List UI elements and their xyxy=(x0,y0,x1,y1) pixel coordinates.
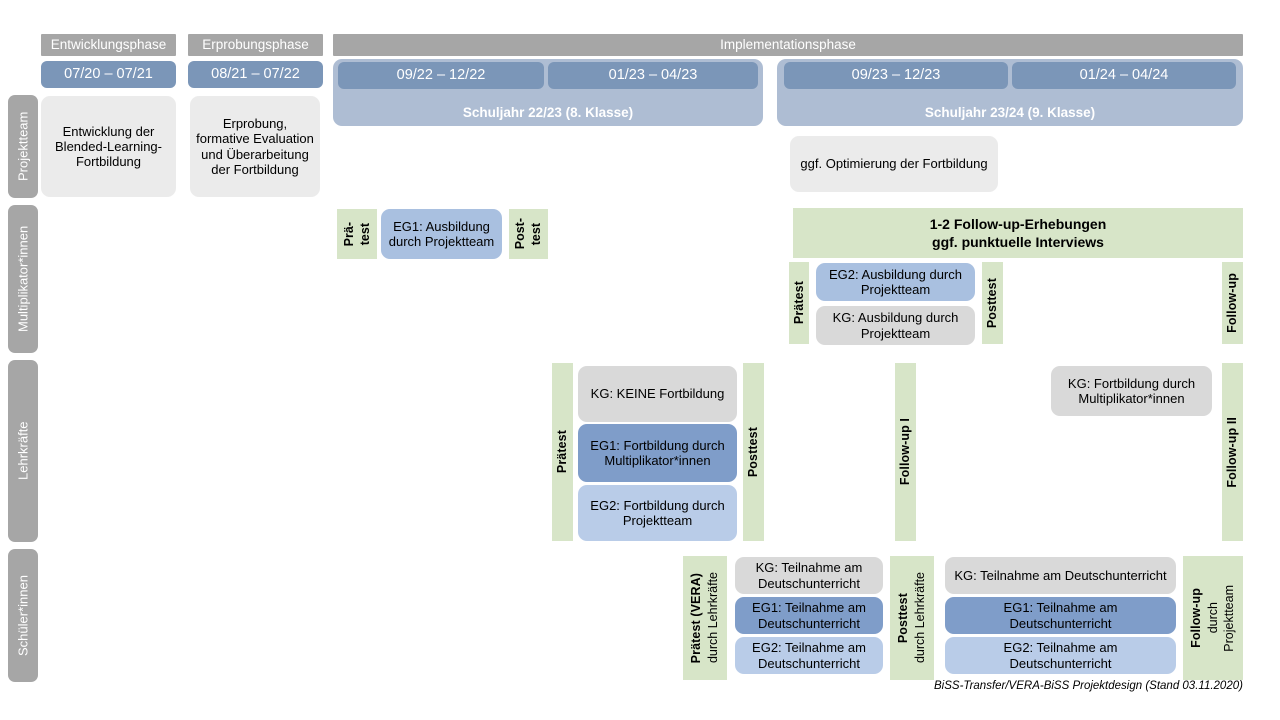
schueler-followup-column: Follow-up durch Projektteam xyxy=(1183,556,1243,680)
lehrkraefte-praetest-column: Prätest xyxy=(552,363,573,541)
followup-label: Follow-up II xyxy=(1225,416,1240,488)
card-schueler-eg1-teilnahme-1: EG1: Teilnahme am Deutschunterricht xyxy=(735,597,883,634)
phase-header-implementationsphase: Implementationsphase xyxy=(333,34,1243,56)
row-label-text: Projektteam xyxy=(15,111,31,182)
date-chip-0922-1222: 09/22 – 12/22 xyxy=(338,62,544,89)
row-label-multiplikatorinnen: Multiplikator*innen xyxy=(8,205,38,353)
row-label-text: Multiplikator*innen xyxy=(15,225,31,333)
card-label: KG: Fortbildung durch Multiplikator*inne… xyxy=(1067,375,1196,406)
praetest-line2: test xyxy=(357,222,372,246)
phase-header-erprobungsphase: Erprobungsphase xyxy=(188,34,323,56)
card-schueler-eg2-teilnahme-1: EG2: Teilnahme am Deutschunterricht xyxy=(735,637,883,674)
date-chip-label: 09/22 – 12/22 xyxy=(396,66,486,83)
card-lehrkraefte-eg1-fortbildung: EG1: Fortbildung durch Multiplikator*inn… xyxy=(578,424,737,482)
card-multiplikatoren-kg-ausbildung: KG: Ausbildung durch Projektteam xyxy=(816,306,975,345)
praetest-bold-label: Prätest (VERA) xyxy=(689,572,704,664)
banner-line-2: ggf. punktuelle Interviews xyxy=(932,234,1104,250)
posttest-label: Posttest xyxy=(985,277,1000,329)
card-multiplikatoren-eg2-ausbildung: EG2: Ausbildung durch Projektteam xyxy=(816,263,975,301)
card-erprobung-evaluation: Erprobung, formative Evaluation und Über… xyxy=(190,96,320,197)
lehrkraefte-followup-1-column: Follow-up I xyxy=(895,363,916,541)
schoolyear-block-2223: 09/22 – 12/22 01/23 – 04/23 Schuljahr 22… xyxy=(333,59,763,126)
row-label-projektteam: Projektteam xyxy=(8,95,38,198)
followup-sub-label-2: Projektteam xyxy=(1222,584,1237,652)
card-schueler-kg-teilnahme-1: KG: Teilnahme am Deutschunterricht xyxy=(735,557,883,594)
posttest-label: Posttest xyxy=(746,426,761,478)
schueler-posttest-column: Posttest durch Lehrkräfte xyxy=(890,556,934,680)
posttest-bold-label: Posttest xyxy=(896,592,911,644)
card-label: KG: Teilnahme am Deutschunterricht xyxy=(755,560,863,591)
praetest-label: Prätest xyxy=(791,281,806,325)
schueler-praetest-column: Prätest (VERA) durch Lehrkräfte xyxy=(683,556,727,680)
phase-header-label: Implementationsphase xyxy=(720,37,856,53)
card-label: EG1: Teilnahme am Deutschunterricht xyxy=(1003,600,1118,631)
date-chip-label: 09/23 – 12/23 xyxy=(851,66,941,83)
multiplikatoren-praetest-column: Prätest xyxy=(789,262,809,344)
card-schueler-eg1-teilnahme-2: EG1: Teilnahme am Deutschunterricht xyxy=(945,597,1176,634)
lehrkraefte-followup-2-column: Follow-up II xyxy=(1222,363,1243,541)
date-chip-label: 07/20 – 07/21 xyxy=(64,65,153,82)
card-label: Entwicklung der Blended-Learning-Fortbil… xyxy=(55,123,162,170)
posttest-line1: Post- xyxy=(513,218,528,250)
multiplikatoren-praetest-short: Prä- test xyxy=(337,209,377,259)
followup-sub-label-1: durch xyxy=(1205,602,1220,634)
multiplikatoren-followup-column: Follow-up xyxy=(1222,262,1243,344)
card-label: EG1: Fortbildung durch Multiplikator*inn… xyxy=(590,437,725,468)
card-label: KG: Ausbildung durch Projektteam xyxy=(832,310,959,341)
date-chip-0923-1223: 09/23 – 12/23 xyxy=(784,62,1008,89)
followup-label: Follow-up xyxy=(1225,273,1240,333)
card-label: KG: Teilnahme am Deutschunterricht xyxy=(954,567,1167,583)
row-label-text: Lehrkräfte xyxy=(15,421,31,481)
date-chip-0821-0722: 08/21 – 07/22 xyxy=(188,61,323,88)
card-label: ggf. Optimierung der Fortbildung xyxy=(800,156,988,172)
praetest-line1: Prä- xyxy=(341,221,356,247)
card-label: EG2: Fortbildung durch Projektteam xyxy=(590,497,725,528)
banner-followup-erhebungen: 1-2 Follow-up-Erhebungen ggf. punktuelle… xyxy=(793,208,1243,258)
phase-header-label: Erprobungsphase xyxy=(202,37,309,53)
date-chip-label: 01/23 – 04/23 xyxy=(608,66,698,83)
card-schueler-kg-teilnahme-2: KG: Teilnahme am Deutschunterricht xyxy=(945,557,1176,594)
card-optimierung-fortbildung: ggf. Optimierung der Fortbildung xyxy=(790,136,998,192)
row-label-lehrkraefte: Lehrkräfte xyxy=(8,360,38,542)
phase-header-label: Entwicklungsphase xyxy=(50,37,167,53)
followup-bold-label: Follow-up xyxy=(1188,588,1203,648)
schoolyear-label-2324: Schuljahr 23/24 (9. Klasse) xyxy=(924,105,1096,120)
card-label: EG2: Teilnahme am Deutschunterricht xyxy=(1003,640,1118,671)
footer-source-note: BiSS-Transfer/VERA-BiSS Projektdesign (S… xyxy=(934,680,1243,692)
schoolyear-label-2223: Schuljahr 22/23 (8. Klasse) xyxy=(462,105,634,120)
card-label: EG1: Teilnahme am Deutschunterricht xyxy=(752,600,866,631)
date-chip-label: 01/24 – 04/24 xyxy=(1079,66,1169,83)
card-schueler-eg2-teilnahme-2: EG2: Teilnahme am Deutschunterricht xyxy=(945,637,1176,674)
date-chip-0720-0721: 07/20 – 07/21 xyxy=(41,61,176,88)
date-chip-0123-0423: 01/23 – 04/23 xyxy=(548,62,758,89)
card-label: EG2: Ausbildung durch Projektteam xyxy=(829,266,962,297)
card-entwicklung-fortbildung: Entwicklung der Blended-Learning-Fortbil… xyxy=(41,96,176,197)
lehrkraefte-posttest-column: Posttest xyxy=(743,363,764,541)
date-chip-label: 08/21 – 07/22 xyxy=(211,65,300,82)
card-lehrkraefte-kg-keine: KG: KEINE Fortbildung xyxy=(578,366,737,422)
card-multiplikatoren-eg1-ausbildung: EG1: Ausbildung durch Projektteam xyxy=(381,209,502,259)
schoolyear-block-2324: 09/23 – 12/23 01/24 – 04/24 Schuljahr 23… xyxy=(777,59,1243,126)
praetest-sub-label: durch Lehrkräfte xyxy=(706,572,720,664)
phase-header-entwicklungsphase: Entwicklungsphase xyxy=(41,34,176,56)
posttest-sub-label: durch Lehrkräfte xyxy=(913,572,927,664)
banner-line-1: 1-2 Follow-up-Erhebungen xyxy=(929,215,1107,232)
row-label-schuelerinnen: Schüler*innen xyxy=(8,549,38,682)
multiplikatoren-posttest-column: Posttest xyxy=(982,262,1003,344)
card-lehrkraefte-kg-fortbildung: KG: Fortbildung durch Multiplikator*inne… xyxy=(1051,366,1212,416)
card-label: KG: KEINE Fortbildung xyxy=(590,386,725,402)
posttest-line2: test xyxy=(529,222,543,246)
card-label: EG1: Ausbildung durch Projektteam xyxy=(388,218,495,249)
card-lehrkraefte-eg2-fortbildung: EG2: Fortbildung durch Projektteam xyxy=(578,485,737,541)
card-label: Erprobung, formative Evaluation und Über… xyxy=(196,115,314,177)
multiplikatoren-posttest-short: Post- test xyxy=(509,209,548,259)
followup-label: Follow-up I xyxy=(898,418,913,486)
card-label: EG2: Teilnahme am Deutschunterricht xyxy=(752,640,866,671)
date-chip-0124-0424: 01/24 – 04/24 xyxy=(1012,62,1236,89)
praetest-label: Prätest xyxy=(555,430,570,474)
row-label-text: Schüler*innen xyxy=(15,575,31,656)
